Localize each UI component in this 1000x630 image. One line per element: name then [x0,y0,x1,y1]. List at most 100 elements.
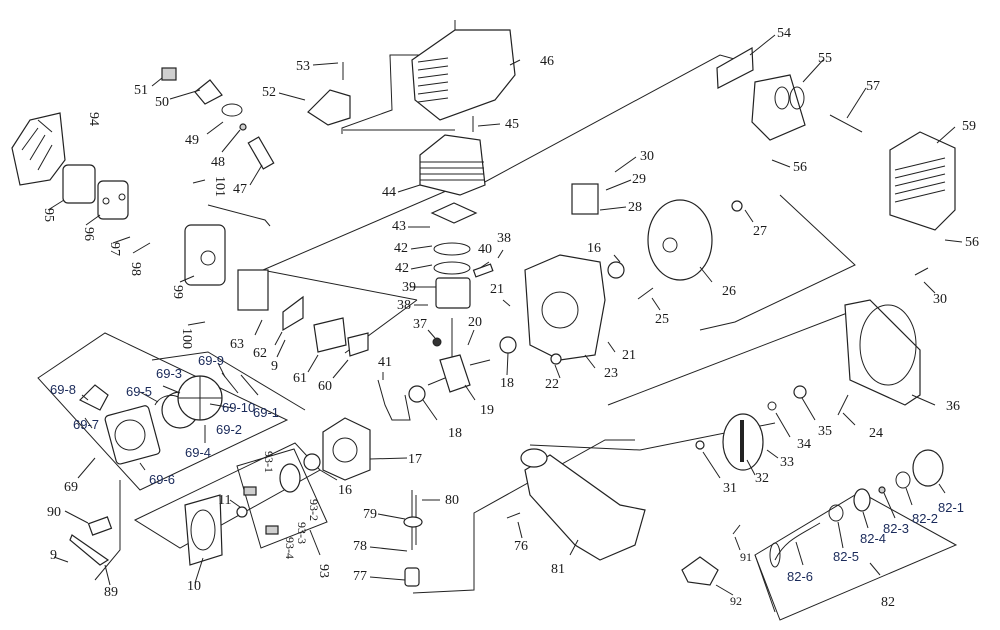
label-part-94: 94 [86,112,101,126]
label-part-93-4: 93-4 [283,537,297,559]
label-part-38-b: 38 [497,231,511,246]
label-part-101: 101 [212,176,227,197]
label-part-26: 26 [722,284,736,299]
label-part-48: 48 [211,155,225,170]
label-part-69-8: 69-8 [50,382,77,397]
part-82-6 [774,522,821,561]
label-part-93: 93 [316,564,331,578]
part-11 [236,506,248,518]
label-part-45: 45 [505,117,519,132]
part-fuel-tank [520,448,646,561]
label-part-95: 95 [41,208,56,222]
label-part-63: 63 [230,337,244,352]
label-part-28: 28 [628,200,642,215]
label-part-98: 98 [128,262,143,276]
part-92 [681,556,719,586]
label-part-16-a: 16 [587,241,601,256]
part-82-1 [912,449,944,487]
label-part-51: 51 [134,83,148,98]
part-muffler-gasket [716,46,754,89]
label-part-97: 97 [107,242,122,256]
label-part-53: 53 [296,59,310,74]
label-part-23: 23 [604,366,618,381]
label-part-49: 49 [185,133,199,148]
label-part-56-b: 56 [965,235,979,250]
part-piston-ring [433,242,471,256]
label-part-42-a: 42 [394,241,408,256]
label-part-69-3: 69-3 [156,366,183,381]
part-24 [837,394,849,416]
label-part-27: 27 [753,224,767,239]
part-crankcase-half [524,254,606,361]
part-cylinder-gasket [430,202,478,224]
part-insulator [313,317,347,353]
part-air-filter-cover [11,112,66,186]
label-part-32: 32 [755,471,769,486]
label-part-25: 25 [655,312,669,327]
label-part-39: 39 [402,280,416,295]
label-part-22: 22 [545,377,559,392]
label-part-10: 10 [187,579,201,594]
label-part-18-a: 18 [500,376,514,391]
label-part-82-6: 82-6 [787,569,814,584]
label-part-16-b: 16 [338,483,352,498]
part-intake-gasket [347,332,369,357]
label-part-42-b: 42 [395,261,409,276]
part-82-4 [853,488,871,512]
label-part-33: 33 [780,455,794,470]
part-93-4 [243,486,257,496]
part-76 [506,512,521,519]
label-part-56-a: 56 [793,160,807,175]
part-oil-pump [279,463,301,493]
label-part-91: 91 [740,550,752,564]
part-34 [767,401,777,411]
part-10 [184,494,223,566]
part-27 [731,200,743,212]
label-part-59: 59 [962,119,976,134]
label-part-78: 78 [353,539,367,554]
part-48 [239,123,247,131]
part-ignition-coil [571,183,599,215]
part-carburetor [237,269,269,311]
part-49 [221,103,243,117]
label-part-9-b: 9 [50,548,57,563]
label-part-34: 34 [797,437,811,452]
part-25 [637,287,654,300]
part-bearing [499,336,517,354]
label-part-41: 41 [378,355,392,370]
part-carb-gasket [282,295,304,332]
label-part-46: 46 [540,54,554,69]
label-part-69-2: 69-2 [216,422,243,437]
part-flywheel [647,199,713,281]
label-part-77: 77 [353,569,367,584]
part-recoil-starter [78,375,223,465]
label-part-99: 99 [170,285,185,299]
part-muffler-cover [889,131,956,231]
label-part-82-5: 82-5 [833,549,860,564]
label-part-19: 19 [480,403,494,418]
label-part-69-9: 69-9 [198,353,225,368]
label-part-69-10: 69-10 [222,400,256,415]
label-part-80: 80 [445,493,459,508]
label-part-36: 36 [946,399,960,414]
label-part-17: 17 [408,452,422,467]
label-part-82-2: 82-2 [912,511,939,526]
part-31 [695,440,705,450]
label-part-81: 81 [551,562,565,577]
label-part-62: 62 [253,346,267,361]
label-part-52: 52 [262,85,276,100]
part-89 [69,534,110,566]
label-part-50: 50 [155,95,169,110]
label-part-21-b: 21 [622,348,636,363]
label-part-9-a: 9 [271,359,278,374]
label-part-47: 47 [233,182,247,197]
label-part-29: 29 [632,172,646,187]
label-part-60: 60 [318,379,332,394]
part-35 [793,385,807,399]
label-part-37: 37 [413,317,427,332]
label-part-69: 69 [64,480,78,495]
part-piston [435,277,471,309]
label-part-24: 24 [869,426,883,441]
